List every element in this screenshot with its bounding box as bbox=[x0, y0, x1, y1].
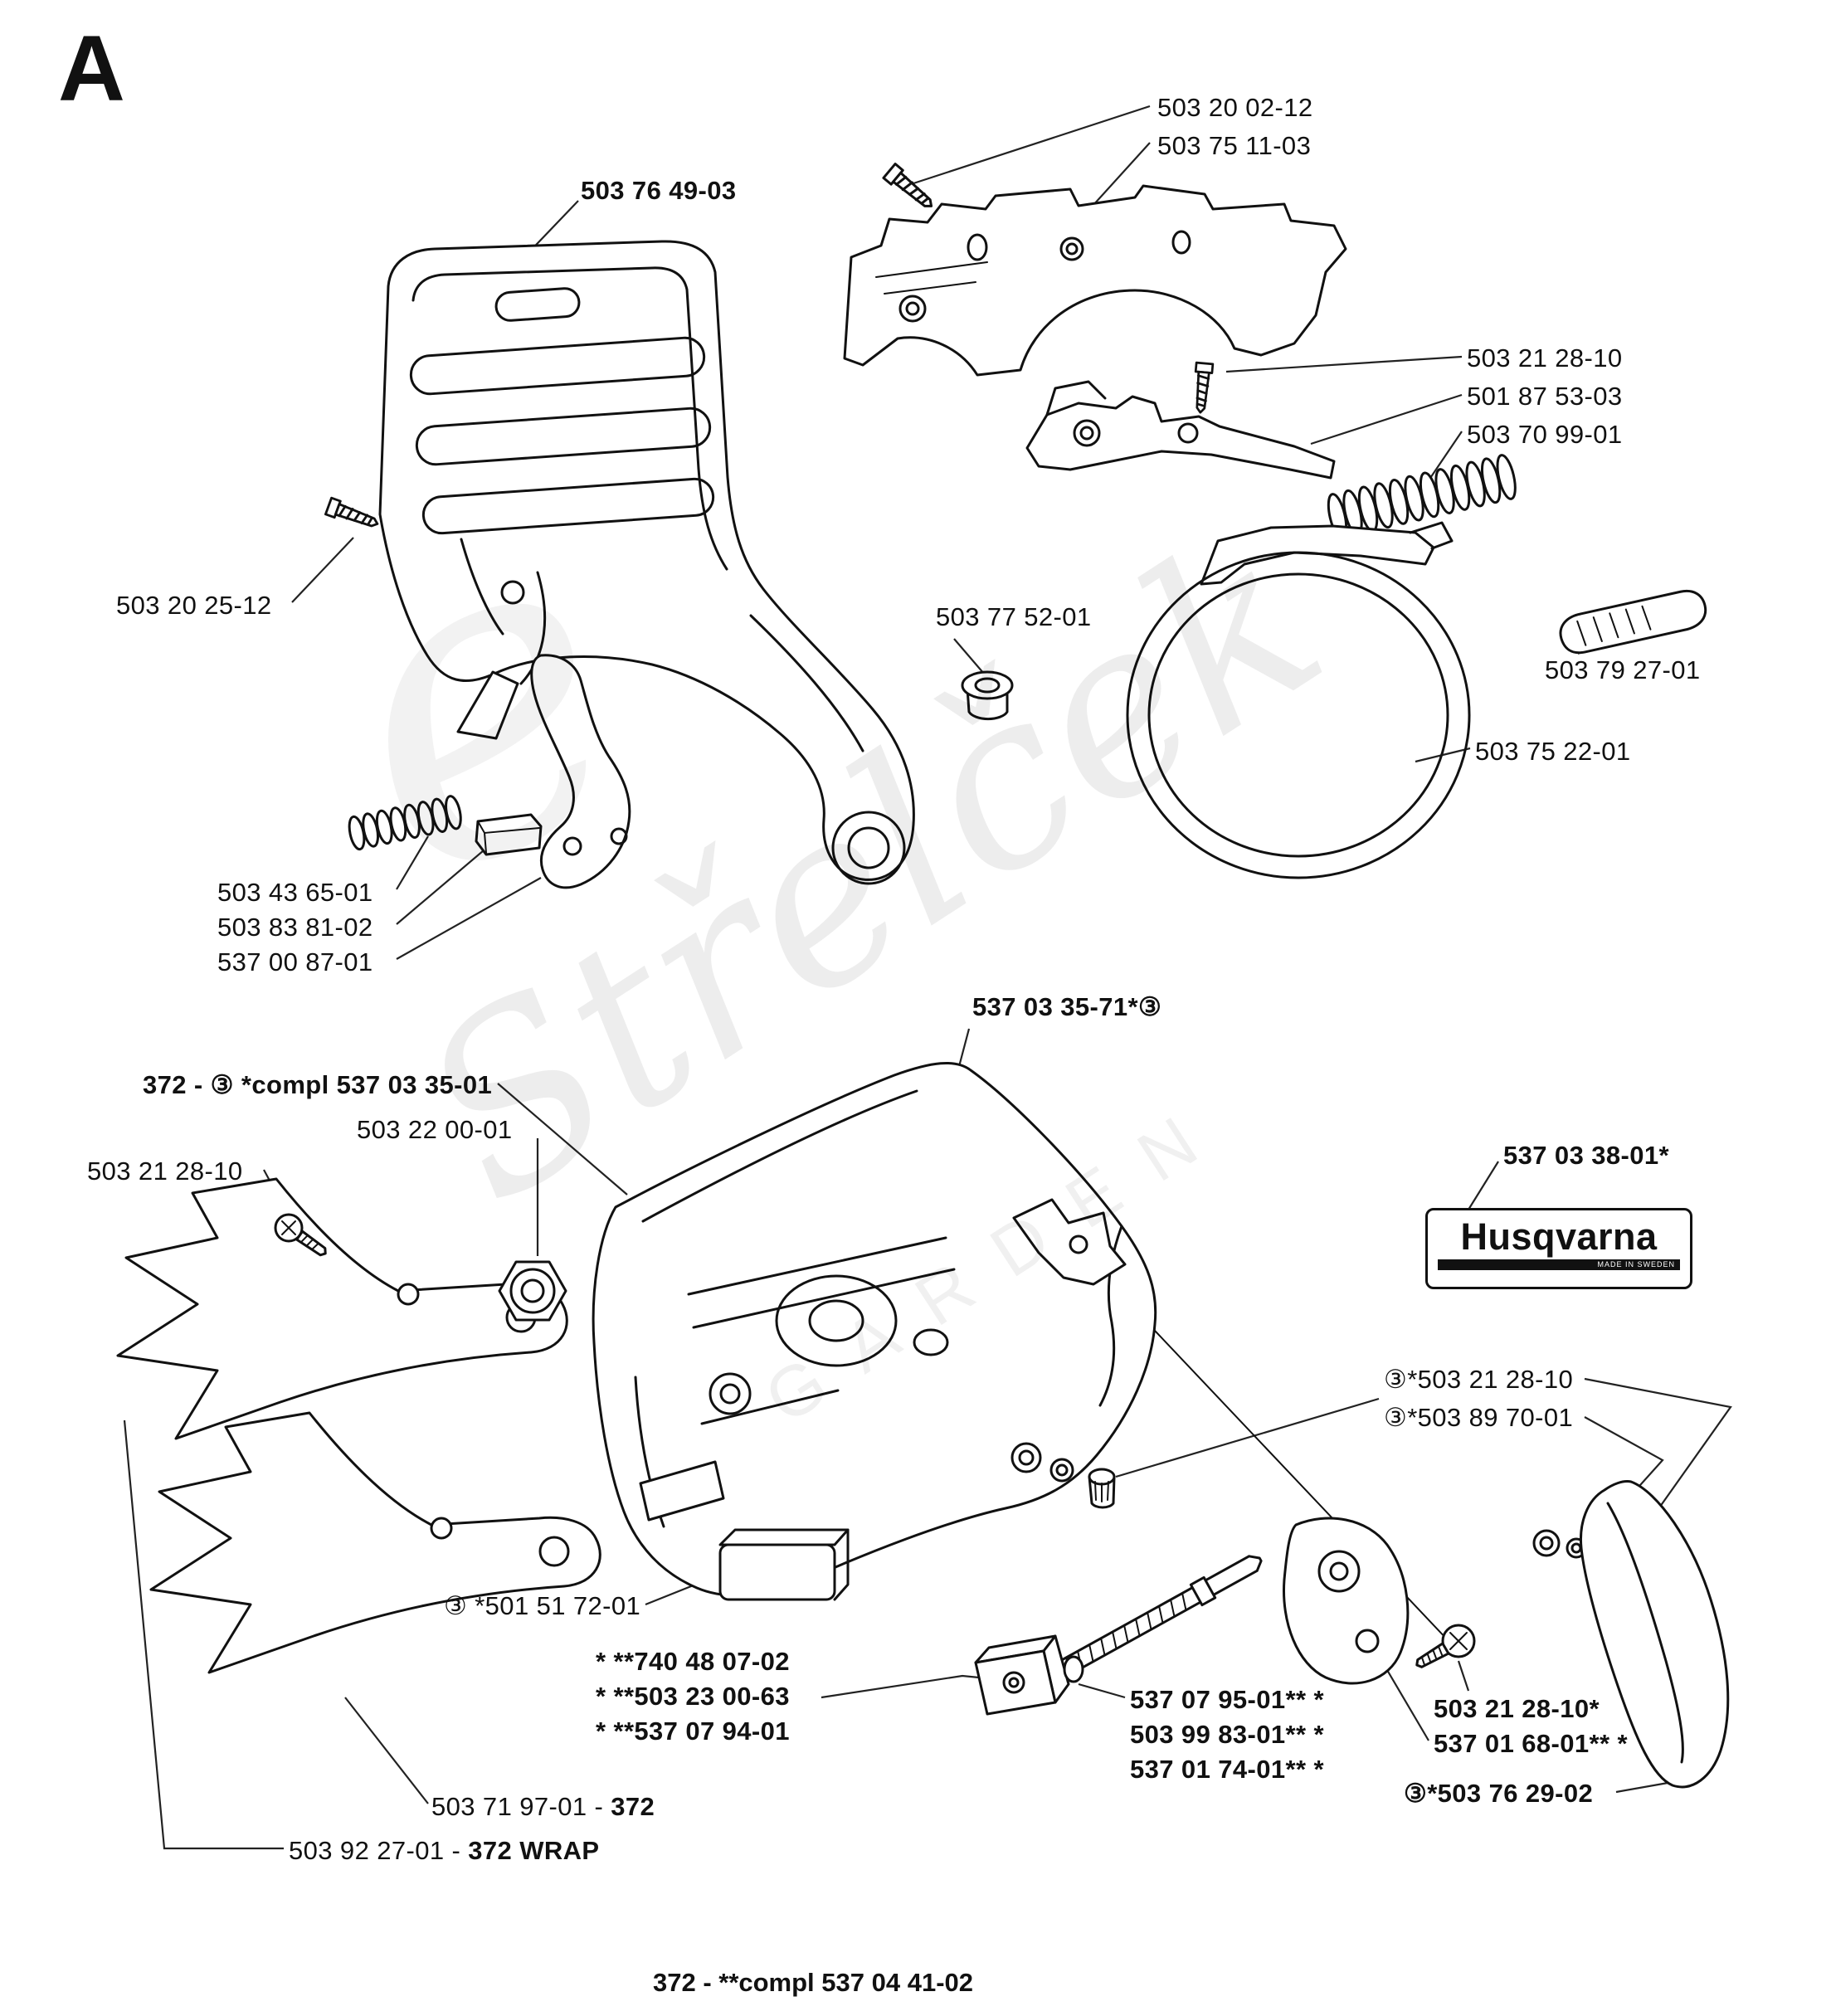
clutch-cover-drawing bbox=[592, 1061, 1157, 1597]
part-label-503-71-97-01: 503 71 97-01 - 372 bbox=[431, 1792, 655, 1821]
bumper-spike-1-drawing bbox=[116, 1177, 568, 1440]
part-label-503-20-25-12: 503 20 25-12 bbox=[116, 591, 272, 620]
part-label-503-22-00-01: 503 22 00-01 bbox=[357, 1115, 513, 1144]
screw-top-drawing bbox=[882, 163, 939, 215]
part-label-503-83-81-02: 503 83 81-02 bbox=[217, 913, 373, 942]
spike-screw-drawing bbox=[274, 1213, 327, 1257]
brake-band-drawing bbox=[1126, 551, 1471, 879]
logo-origin-text: MADE IN SWEDEN bbox=[1597, 1260, 1675, 1269]
part-label-503-21-28-10-b: 503 21 28-10 bbox=[87, 1157, 243, 1186]
part-label-537-01-68-01: 537 01 68-01** * bbox=[1434, 1729, 1628, 1758]
screw-left-drawing bbox=[324, 496, 382, 533]
clutch-cover-inner-plate-drawing bbox=[843, 184, 1347, 377]
part-label-537-03-35-71: 537 03 35-71*③ bbox=[972, 992, 1162, 1021]
brake-lever-drawing bbox=[1025, 361, 1336, 480]
part-label-503-23-00-63: * **503 23 00-63 bbox=[596, 1682, 790, 1711]
part-label-503-21-28-10-d: 503 21 28-10* bbox=[1434, 1694, 1600, 1723]
washer-set-drawing bbox=[1010, 1442, 1116, 1509]
part-label-compl-537-03-35-01: 372 - ③ *compl 537 03 35-01 bbox=[143, 1070, 493, 1099]
tensioner-bracket-drawing bbox=[1282, 1517, 1410, 1685]
part-label-740-48-07-02: * **740 48 07-02 bbox=[596, 1647, 790, 1676]
part-label-503-99-83-01: 503 99 83-01** * bbox=[1130, 1720, 1324, 1749]
part-label-537-00-87-01: 537 00 87-01 bbox=[217, 947, 373, 976]
part-label-503-76-49-03: 503 76 49-03 bbox=[581, 176, 737, 205]
part-label-503-70-99-01: 503 70 99-01 bbox=[1467, 420, 1623, 449]
buffer-block-drawing bbox=[718, 1528, 850, 1601]
part-label-537-03-38-01: 537 03 38-01* bbox=[1503, 1141, 1669, 1170]
part-label-537-07-94-01: * **537 07 94-01 bbox=[596, 1717, 790, 1746]
section-letter: A bbox=[58, 17, 125, 120]
band-bracket-drawing bbox=[1200, 521, 1454, 586]
husqvarna-logo-sticker: Husqvarna MADE IN SWEDEN bbox=[1425, 1208, 1692, 1289]
part-label-503-20-02-12: 503 20 02-12 bbox=[1157, 93, 1313, 122]
trigger-spring-drawing bbox=[345, 793, 465, 852]
bumper-spike-2-drawing bbox=[149, 1411, 601, 1674]
spacer-block-drawing bbox=[475, 813, 543, 856]
part-label-537-01-74-01: 537 01 74-01** * bbox=[1130, 1755, 1324, 1784]
part-label-503-89-70-01: ③*503 89 70-01 bbox=[1384, 1403, 1574, 1432]
part-label-503-79-27-01: 503 79 27-01 bbox=[1545, 655, 1701, 684]
brake-pawl-lever-drawing bbox=[530, 654, 631, 889]
bushing-drawing bbox=[961, 670, 1014, 721]
tensioner-block-drawing bbox=[974, 1634, 1084, 1716]
part-label-503-77-52-01: 503 77 52-01 bbox=[936, 602, 1092, 631]
side-plate-drawing bbox=[1579, 1480, 1730, 1789]
part-label-503-75-11-03: 503 75 11-03 bbox=[1157, 131, 1312, 160]
footer-note: 372 - **compl 537 04 41-02 bbox=[652, 1968, 974, 1997]
front-hand-guard-drawing bbox=[378, 240, 915, 885]
part-label-503-75-22-01: 503 75 22-01 bbox=[1475, 737, 1631, 766]
part-label-501-51-72-01: ③ *501 51 72-01 bbox=[444, 1591, 641, 1620]
phillips-screw-drawing bbox=[1415, 1624, 1476, 1668]
part-label-501-87-53-03: 501 87 53-03 bbox=[1467, 382, 1623, 411]
hex-nut-drawing bbox=[498, 1260, 567, 1322]
part-label-503-43-65-01: 503 43 65-01 bbox=[217, 878, 373, 907]
husqvarna-wordmark: Husqvarna bbox=[1460, 1215, 1658, 1258]
part-label-503-21-28-10-a: 503 21 28-10 bbox=[1467, 343, 1623, 373]
part-label-503-76-29-02: ③*503 76 29-02 bbox=[1404, 1779, 1594, 1808]
band-strip-drawing bbox=[1559, 589, 1707, 655]
logo-underline-bar: MADE IN SWEDEN bbox=[1438, 1259, 1680, 1271]
part-label-503-21-28-10-c: ③*503 21 28-10 bbox=[1384, 1365, 1574, 1394]
part-label-503-92-27-01: 503 92 27-01 - 372 WRAP bbox=[289, 1836, 600, 1865]
part-label-537-07-95-01: 537 07 95-01** * bbox=[1130, 1685, 1324, 1714]
